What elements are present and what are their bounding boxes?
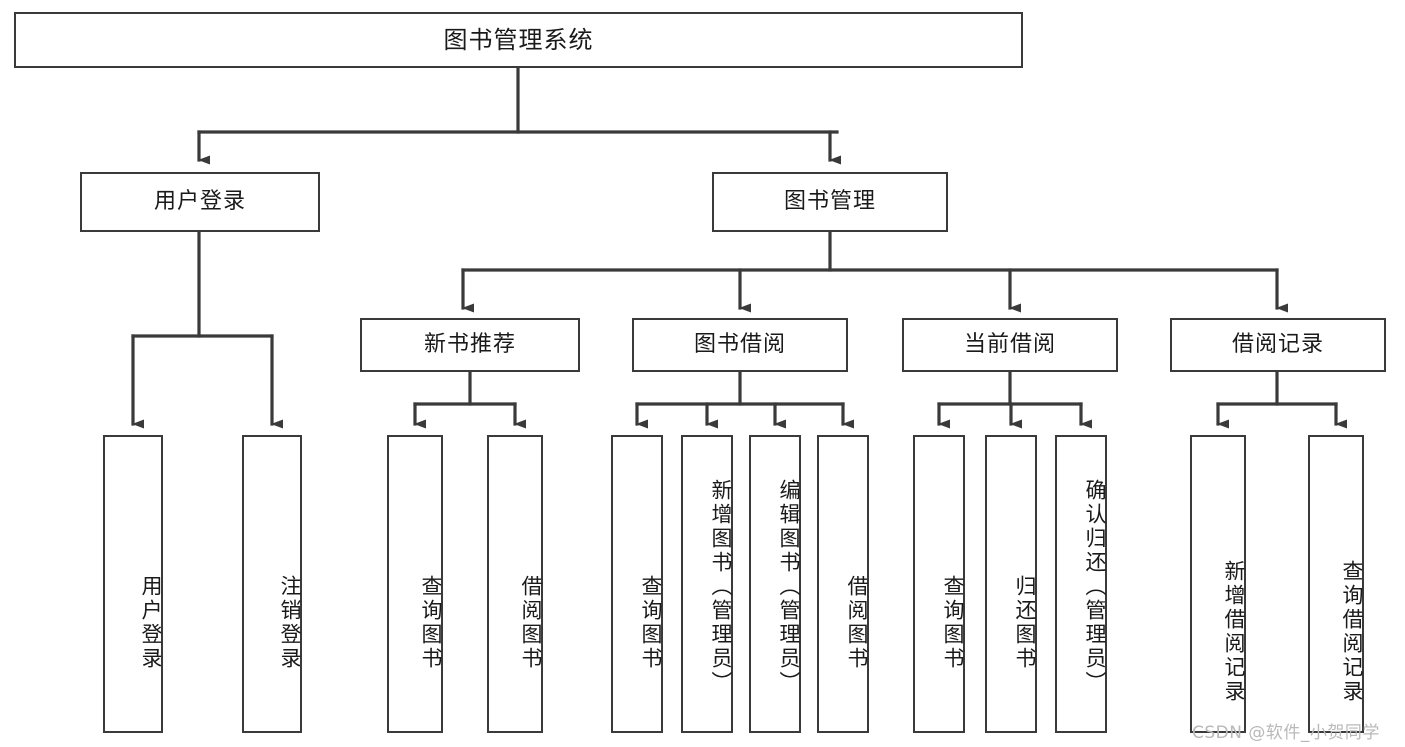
- node-new-book-rec-label: 新书推荐: [423, 331, 516, 357]
- node-leaf-query-book-3[interactable]: 查询图书: [913, 435, 965, 733]
- node-leaf-query-borrow-record-label: 查询借阅记录: [1340, 560, 1364, 704]
- node-leaf-add-borrow-record-label: 新增借阅记录: [1222, 560, 1246, 704]
- node-borrow-record[interactable]: 借阅记录: [1170, 318, 1386, 372]
- node-leaf-borrow-book-2-label: 借阅图书: [845, 575, 869, 671]
- node-leaf-query-borrow-record[interactable]: 查询借阅记录: [1308, 435, 1364, 733]
- node-user-login-label: 用户登录: [153, 188, 246, 214]
- node-borrow-record-label: 借阅记录: [1231, 331, 1324, 357]
- node-leaf-user-logout-label: 注销登录: [278, 575, 302, 671]
- node-leaf-add-book-admin[interactable]: 新增图书（管理员）: [681, 435, 733, 733]
- node-user-login[interactable]: 用户登录: [80, 172, 320, 232]
- node-book-manage-label: 图书管理: [783, 188, 876, 214]
- node-leaf-borrow-book-1-label: 借阅图书: [519, 575, 543, 671]
- node-leaf-user-logout[interactable]: 注销登录: [242, 435, 302, 733]
- node-leaf-user-login-label: 用户登录: [139, 575, 163, 671]
- node-current-borrow[interactable]: 当前借阅: [902, 318, 1118, 372]
- node-leaf-borrow-book-1[interactable]: 借阅图书: [487, 435, 543, 733]
- node-new-book-rec[interactable]: 新书推荐: [360, 318, 580, 372]
- node-leaf-query-book-3-label: 查询图书: [941, 575, 965, 671]
- node-leaf-confirm-return-admin[interactable]: 确认归还（管理员）: [1055, 435, 1107, 733]
- node-leaf-edit-book-admin-label: 编辑图书（管理员）: [777, 479, 801, 695]
- node-current-borrow-label: 当前借阅: [963, 331, 1056, 357]
- node-leaf-query-book-1-label: 查询图书: [419, 575, 443, 671]
- node-leaf-query-book-1[interactable]: 查询图书: [387, 435, 443, 733]
- node-leaf-user-login[interactable]: 用户登录: [103, 435, 163, 733]
- node-book-manage[interactable]: 图书管理: [712, 172, 948, 232]
- node-leaf-return-book[interactable]: 归还图书: [985, 435, 1037, 733]
- node-leaf-borrow-book-2[interactable]: 借阅图书: [817, 435, 869, 733]
- node-leaf-add-book-admin-label: 新增图书（管理员）: [709, 479, 733, 695]
- node-leaf-confirm-return-admin-label: 确认归还（管理员）: [1083, 479, 1107, 695]
- node-leaf-query-book-2-label: 查询图书: [639, 575, 663, 671]
- node-leaf-return-book-label: 归还图书: [1013, 575, 1037, 671]
- node-leaf-query-book-2[interactable]: 查询图书: [611, 435, 663, 733]
- csdn-watermark: CSDN @软件_小贺同学: [1192, 723, 1380, 743]
- node-book-borrow[interactable]: 图书借阅: [632, 318, 848, 372]
- node-book-borrow-label: 图书借阅: [693, 331, 786, 357]
- node-root-system[interactable]: 图书管理系统: [14, 12, 1023, 68]
- node-root-label: 图书管理系统: [443, 25, 594, 54]
- node-leaf-add-borrow-record[interactable]: 新增借阅记录: [1190, 435, 1246, 733]
- node-leaf-edit-book-admin[interactable]: 编辑图书（管理员）: [749, 435, 801, 733]
